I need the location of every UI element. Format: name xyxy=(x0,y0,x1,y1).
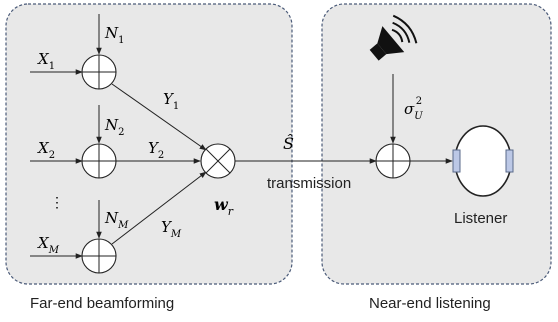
loudspeaker-icon xyxy=(369,14,418,61)
output-line-1 xyxy=(111,83,207,151)
near-end-caption: Near-end listening xyxy=(369,295,491,312)
near-sum-node xyxy=(375,143,411,179)
transmission-label: transmission xyxy=(267,175,351,192)
far-end-caption: Far-end beamforming xyxy=(30,295,174,312)
listener-label: Listener xyxy=(454,210,507,227)
noise-label-m: NM xyxy=(104,209,129,231)
output-label-1: Y1 xyxy=(163,90,179,112)
output-label-2: Y2 xyxy=(148,139,164,161)
sum-node-1 xyxy=(81,54,117,90)
input-label-m: XM xyxy=(37,234,60,256)
input-ellipsis: ⋮ xyxy=(50,195,64,211)
output-label-m: YM xyxy=(161,218,182,240)
noise-label-1: N1 xyxy=(104,24,125,46)
headphones-icon xyxy=(452,125,514,197)
transmitted-signal-label: Ŝ xyxy=(283,133,294,153)
multiply-node-icon xyxy=(200,143,236,179)
sum-node-2 xyxy=(81,143,117,179)
input-label-2: X2 xyxy=(37,139,55,161)
beamformer-weight-label: wr xyxy=(214,195,234,218)
near-noise-label: σU2 xyxy=(404,96,423,122)
noise-label-2: N2 xyxy=(104,116,125,138)
sum-node-m xyxy=(81,238,117,274)
input-label-1: X1 xyxy=(37,50,55,72)
near-end-panel xyxy=(321,3,552,285)
output-line-m xyxy=(111,171,207,245)
